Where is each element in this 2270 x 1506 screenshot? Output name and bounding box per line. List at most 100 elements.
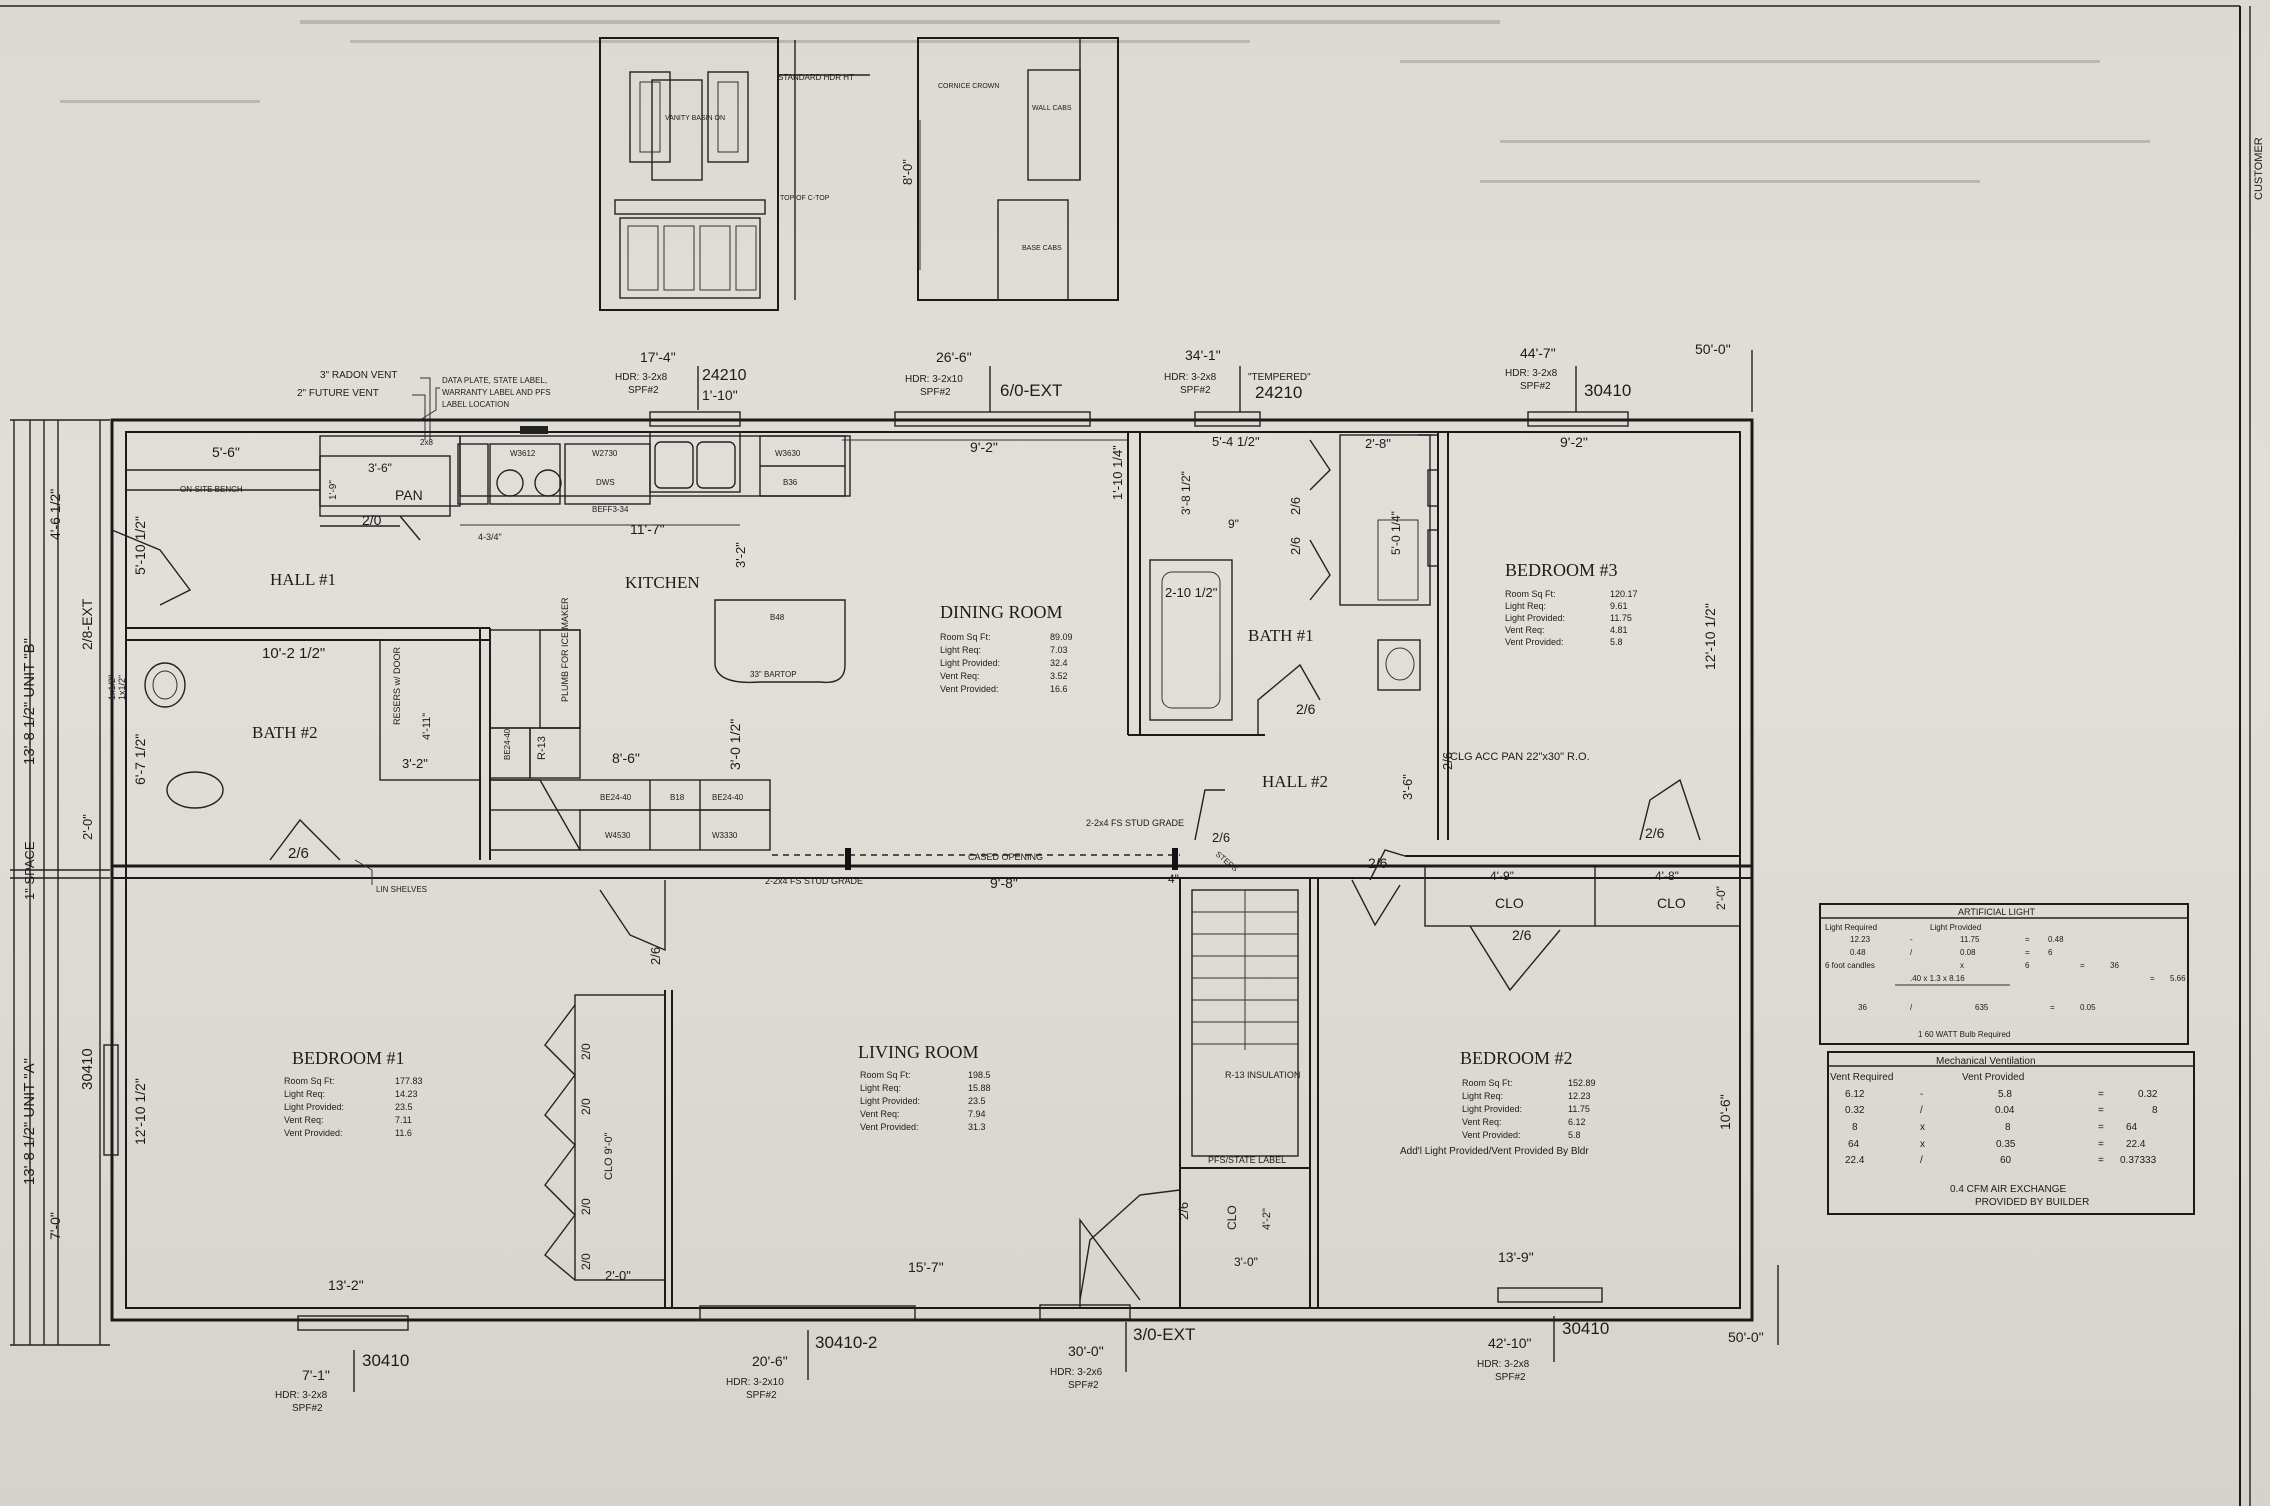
svg-text:5.66: 5.66 xyxy=(2170,974,2186,983)
svg-text:23.5: 23.5 xyxy=(395,1102,413,1112)
b1-code: 30410 xyxy=(362,1351,409,1370)
svg-text:/: / xyxy=(1910,1003,1913,1012)
svg-text:Light Required: Light Required xyxy=(1825,923,1877,932)
svg-text:6.12: 6.12 xyxy=(1568,1117,1586,1127)
unit-a-dim: 13'-8 1/2" UNIT "A" xyxy=(21,1058,38,1185)
svg-text:-: - xyxy=(1910,935,1913,944)
svg-text:Light Provided:: Light Provided: xyxy=(1462,1104,1522,1114)
dim-9-2-dining: 9'-2" xyxy=(970,439,998,455)
svg-text:9.61: 9.61 xyxy=(1610,601,1628,611)
svg-text:6: 6 xyxy=(2048,948,2053,957)
w1-code: 24210 xyxy=(702,367,747,384)
svg-text:Room Sq Ft:: Room Sq Ft: xyxy=(1505,589,1556,599)
dim-2-0-clo2: 2'-0" xyxy=(1714,886,1728,910)
dim-7-0: 7'-0" xyxy=(47,1212,63,1240)
vanity-basin-note: VANITY BASIN ON xyxy=(665,115,725,122)
b1-hdr: HDR: 3-2x8 xyxy=(275,1390,328,1401)
svg-text:/: / xyxy=(1920,1155,1923,1166)
mech-vent-footer-2: PROVIDED BY BUILDER xyxy=(1975,1197,2089,1208)
svg-text:=: = xyxy=(2150,974,2155,983)
overall-top-dim: 50'-0" xyxy=(1695,341,1731,357)
mech-vent-footer-1: 0.4 CFM AIR EXCHANGE xyxy=(1950,1184,2066,1195)
dim-6-7: 6'-7 1/2" xyxy=(132,734,148,785)
dim-10-6: 10'-6" xyxy=(1717,1094,1733,1130)
dim-2-0: 2'-0" xyxy=(80,814,95,840)
svg-text:31.3: 31.3 xyxy=(968,1122,986,1132)
dim-4-8: 4'-8" xyxy=(1655,869,1679,883)
dim-1x1-bath: 1x1/2" xyxy=(107,675,117,700)
svg-text:Vent Provided:: Vent Provided: xyxy=(1462,1130,1521,1140)
standard-hdr-note: STANDARD HDR HT xyxy=(778,73,854,82)
artificial-light-table: ARTIFICIAL LIGHT Light Required Light Pr… xyxy=(1819,903,2189,1045)
svg-text:.40 x 1.3 x 8.16: .40 x 1.3 x 8.16 xyxy=(1910,974,1965,983)
vent-notes: 3" RADON VENT 2" FUTURE VENT DATA PLATE,… xyxy=(297,370,551,440)
svg-text:89.09: 89.09 xyxy=(1050,632,1073,642)
space-dim: 1" SPACE xyxy=(22,841,37,900)
dim-15-7: 15'-7" xyxy=(908,1259,944,1275)
dim-1x1-left: 1x1/2" xyxy=(117,675,127,700)
dim-11-7: 11'-7" xyxy=(630,521,665,537)
stair-clo: CLO xyxy=(1225,1205,1239,1230)
svg-text:=: = xyxy=(2080,961,2085,970)
b2-code: 30410-2 xyxy=(815,1333,877,1352)
stud-grade-left: 2-2x4 FS STUD GRADE xyxy=(765,876,863,886)
top-ctop-note: TOP OF C-TOP xyxy=(780,195,830,202)
svg-text:Light Req:: Light Req: xyxy=(1505,601,1546,611)
cab-b48: B48 xyxy=(770,613,785,622)
dim-9-2-bed3: 9'-2" xyxy=(1560,434,1588,450)
svg-text:Vent Provided:: Vent Provided: xyxy=(860,1122,919,1132)
faded-header-text xyxy=(60,20,2150,183)
cab-dws: DWS xyxy=(596,478,615,487)
dim-1-9: 1'-9" xyxy=(328,480,339,500)
kitchen-island: B48 33" BARTOP xyxy=(714,599,846,684)
w2-code: 6/0-EXT xyxy=(1000,381,1062,400)
svg-text:8: 8 xyxy=(2152,1105,2158,1116)
dim-12-10-bed3: 12'-10 1/2" xyxy=(1702,603,1718,670)
svg-text:60: 60 xyxy=(2000,1155,2012,1166)
dim-1-10: 1'-10 1/4" xyxy=(1110,445,1125,500)
svg-text:x: x xyxy=(1920,1139,1925,1150)
data-plate-note-3: LABEL LOCATION xyxy=(442,400,509,409)
room-bedroom-1: BEDROOM #1 xyxy=(292,1048,405,1068)
svg-text:0.37333: 0.37333 xyxy=(2120,1155,2157,1166)
bedroom2-note: Add'l Light Provided/Vent Provided By Bl… xyxy=(1400,1146,1589,1157)
pantry: 5'-6" ON-SITE BENCH 3'-6" PAN 2/0 1'-9" … xyxy=(111,444,502,606)
dim-9-8: 9'-8" xyxy=(990,875,1018,891)
svg-text:6 foot candles: 6 foot candles xyxy=(1825,961,1875,970)
dim-4in: 4" xyxy=(1168,872,1179,886)
svg-text:8: 8 xyxy=(2005,1122,2011,1133)
room-bath-2: BATH #2 xyxy=(252,723,318,742)
svg-text:=: = xyxy=(2050,1003,2055,1012)
svg-text:32.4: 32.4 xyxy=(1050,658,1068,668)
overall-bottom-dim: 50'-0" xyxy=(1728,1329,1764,1345)
svg-text:15.88: 15.88 xyxy=(968,1083,991,1093)
hall2-door: 2/6 xyxy=(1440,752,1455,770)
dim-r13-k: R-13 xyxy=(536,736,548,760)
bath1-main-door: 2/6 xyxy=(1296,701,1316,717)
clo-door-bed2: 2/6 xyxy=(1512,927,1532,943)
svg-text:Room Sq Ft:: Room Sq Ft: xyxy=(284,1076,335,1086)
svg-text:36: 36 xyxy=(2110,961,2119,970)
w2-dim: 26'-6" xyxy=(936,349,972,365)
b3-hdr: HDR: 3-2x6 xyxy=(1050,1367,1103,1378)
cab-w2730: W2730 xyxy=(592,449,618,458)
dim-3-0-clo: 3'-0" xyxy=(1234,1255,1258,1269)
dim-3-6: 3'-6" xyxy=(368,461,392,475)
svg-text:Vent Provided: Vent Provided xyxy=(1962,1072,2024,1083)
elev-height: 8'-0" xyxy=(900,159,915,185)
steps-note: STEPS xyxy=(1214,850,1240,874)
dim-4-2: 4'-2" xyxy=(1261,1208,1273,1230)
svg-text:198.5: 198.5 xyxy=(968,1070,991,1080)
svg-text:0.04: 0.04 xyxy=(1995,1105,2015,1116)
cab-w4530: W4530 xyxy=(605,831,631,840)
svg-text:11.75: 11.75 xyxy=(1610,613,1632,623)
svg-text:Vent Req:: Vent Req: xyxy=(860,1109,900,1119)
clo-bed2: CLO xyxy=(1495,895,1524,911)
svg-text:0.48: 0.48 xyxy=(1850,948,1866,957)
svg-text:12.23: 12.23 xyxy=(1568,1091,1591,1101)
svg-text:0.08: 0.08 xyxy=(1960,948,1976,957)
svg-text:=: = xyxy=(2098,1155,2104,1166)
ice-maker-note: PLUMB FOR ICE MAKER xyxy=(560,597,570,702)
